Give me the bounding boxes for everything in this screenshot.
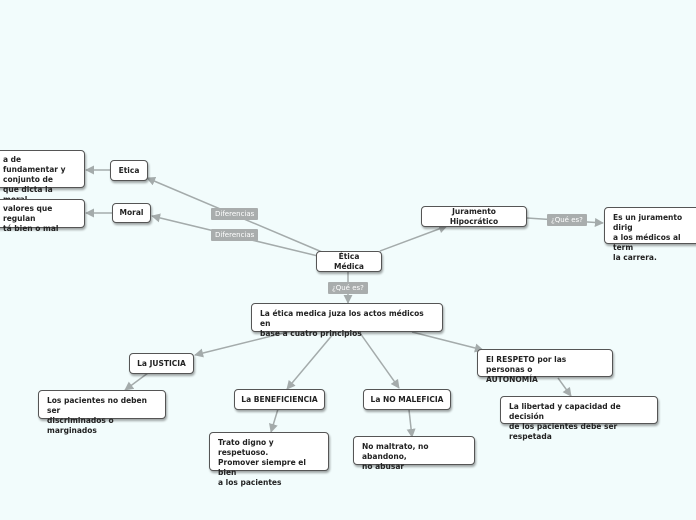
edge-principios-justicia bbox=[194, 330, 293, 358]
node-principios[interactable]: La ética medica juza los actos médicos e… bbox=[251, 303, 443, 338]
edge-principios-autonomia bbox=[411, 331, 484, 353]
edge-nomaleficia-def bbox=[406, 409, 416, 438]
edge-autonomia-def bbox=[557, 377, 572, 397]
node-justicia[interactable]: La JUSTICIA bbox=[129, 353, 194, 374]
label-que-es-root: ¿Qué es? bbox=[328, 282, 368, 294]
node-etica-medica[interactable]: Ética Médica bbox=[316, 251, 382, 272]
node-moral[interactable]: Moral bbox=[112, 203, 151, 223]
node-beneficiencia[interactable]: La BENEFICIENCIA bbox=[234, 389, 325, 410]
label-que-es-juramento: ¿Qué es? bbox=[547, 214, 587, 226]
node-juramento-definicion[interactable]: Es un juramento dirig a los médicos al t… bbox=[604, 207, 696, 262]
label-diferencias-etica: Diferencias bbox=[211, 208, 259, 220]
node-autonomia[interactable]: El RESPETO por las personas o AUTONOMÍA bbox=[477, 349, 613, 384]
edge-justicia-def bbox=[124, 372, 149, 391]
node-autonomia-definicion[interactable]: La libertad y capacidad de decisión de l… bbox=[500, 396, 658, 441]
label-diferencias-moral: Diferencias bbox=[211, 229, 259, 241]
edge-principios-nomaleficia bbox=[359, 332, 400, 389]
edge-beneficiencia-def bbox=[269, 408, 279, 433]
node-etica[interactable]: Etica bbox=[110, 160, 148, 181]
node-beneficiencia-definicion[interactable]: Trato digno y respetuoso. Promover siemp… bbox=[209, 432, 329, 487]
node-juramento-hipocratico[interactable]: Juramento Hipocrático bbox=[421, 206, 527, 227]
edge-principios-beneficiencia bbox=[286, 332, 335, 390]
node-justicia-definicion[interactable]: Los pacientes no deben ser discriminados… bbox=[38, 390, 166, 435]
node-moral-definicion[interactable]: valores que regulan tá bien o mal bbox=[0, 199, 85, 233]
edge-root-juramento bbox=[379, 224, 448, 252]
node-etica-definicion[interactable]: a de fundamentar y conjunto de que dicta… bbox=[0, 150, 85, 204]
node-no-maleficia-definicion[interactable]: No maltrato, no abandono, no abusar bbox=[353, 436, 475, 471]
node-no-maleficia[interactable]: La NO MALEFICIA bbox=[363, 389, 451, 410]
